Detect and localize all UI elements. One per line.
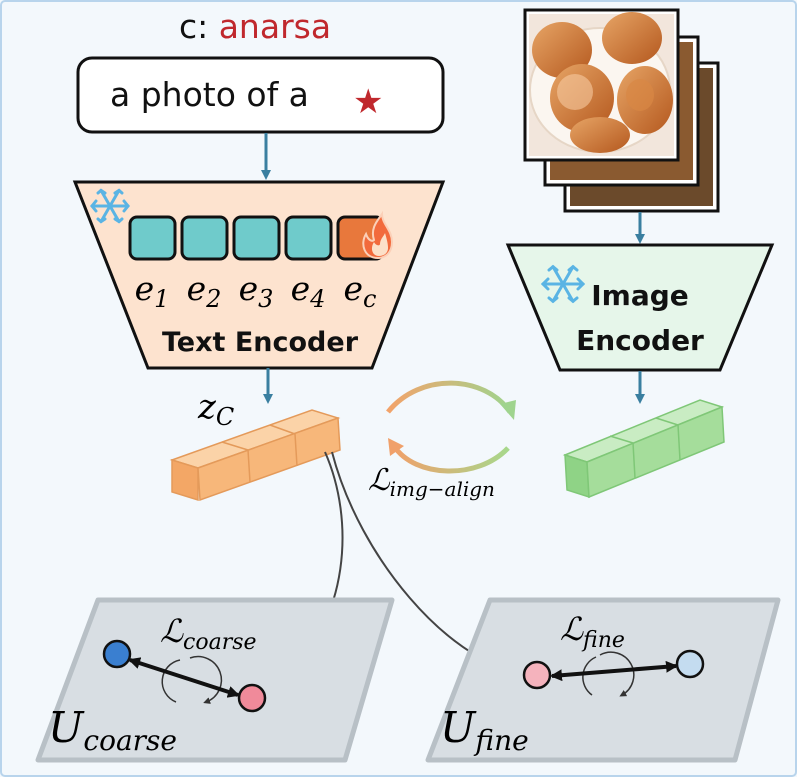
image-encoder-title-line1: Image [591, 279, 689, 312]
placeholder-star-icon: ★ [353, 82, 383, 122]
token-e3 [232, 215, 281, 261]
prompt-box [76, 56, 445, 134]
concept-label: c: anarsa [179, 7, 331, 46]
coarse-distance-arrow [128, 657, 240, 698]
coarse-space-label: Ucoarse [48, 703, 177, 757]
token-label-e3: e3 [239, 269, 274, 313]
token-label-e2: e2 [187, 269, 222, 313]
token-label-ec: ec [344, 269, 377, 313]
token-e1 [128, 215, 177, 261]
fine-point-pink [522, 660, 552, 690]
text-encoder-title: Text Encoder [162, 327, 359, 358]
text-embedding-label: zC [197, 387, 234, 431]
alignment-loss-label: ℒimg−align [368, 463, 495, 501]
alignment-cycle-icon [386, 380, 516, 474]
snowflake-icon [90, 188, 130, 224]
coarse-point-pink [237, 683, 267, 713]
flame-icon [362, 210, 394, 260]
token-e2 [180, 215, 229, 261]
image-encoder-title-line2: Encoder [576, 324, 704, 357]
prompt-text: a photo of a [110, 75, 309, 114]
image-embedding [562, 399, 725, 499]
food-photo-stack [523, 8, 720, 213]
fine-loss-label: ℒfine [560, 610, 625, 653]
token-label-e1: e1 [135, 269, 170, 313]
coarse-loss-label: ℒcoarse [160, 612, 257, 655]
fine-distance-arrow [550, 660, 678, 682]
text-embedding [169, 409, 341, 502]
coarse-point-blue [102, 639, 132, 669]
fine-point-light-blue [675, 649, 705, 679]
token-e4 [284, 215, 333, 261]
image-encoder [505, 243, 775, 372]
token-label-e4: e4 [291, 269, 326, 313]
snowflake-icon [540, 264, 586, 304]
fine-space-label: Ufine [440, 703, 529, 757]
